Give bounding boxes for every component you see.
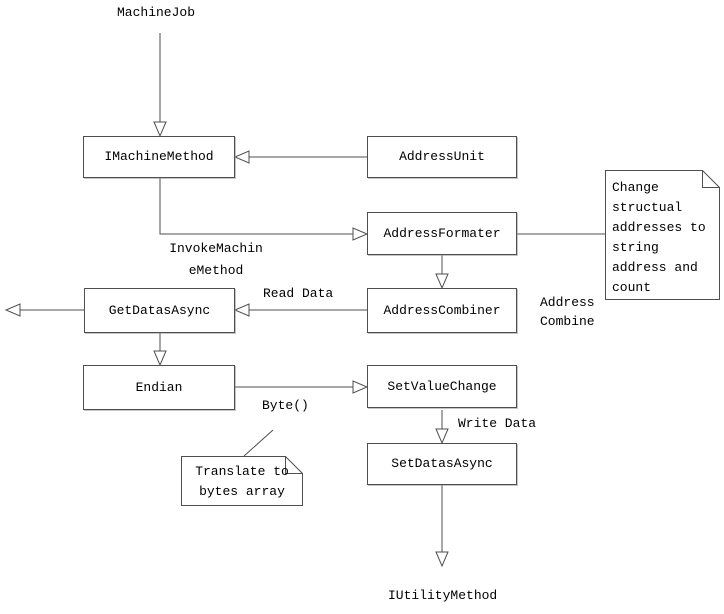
edge-getdatasasync-out-left xyxy=(4,303,84,317)
edge-getdatasasync-to-endian xyxy=(153,333,167,367)
open-arrowhead-down-icon xyxy=(153,121,167,138)
edge-addressunit-to-imachinemethod xyxy=(233,150,367,164)
edge-label-address-combine: Address Combine xyxy=(540,295,595,329)
edge-addressformater-to-addresscombiner xyxy=(435,255,449,290)
note-translate-bytes: Translate to bytes array xyxy=(181,456,303,506)
folded-corner-icon xyxy=(702,170,720,188)
terminal-iutilitymethod: IUtilityMethod xyxy=(388,588,498,603)
node-getdatasasync: GetDatasAsync xyxy=(84,288,235,333)
open-arrowhead-right-icon xyxy=(352,380,369,394)
edge-label-write-data: Write Data xyxy=(458,416,537,431)
edge-setvaluechange-to-setdatasasync xyxy=(435,410,449,445)
open-arrowhead-left-icon xyxy=(233,303,250,317)
open-arrowhead-down-icon xyxy=(435,551,449,568)
note-connector-translate-bytes xyxy=(243,429,274,457)
edge-label-byte: Byte() xyxy=(262,398,309,413)
edge-setdatasasync-to-iutilitymethod xyxy=(435,485,449,568)
open-arrowhead-left-icon xyxy=(233,150,250,164)
note-text: Change structual addresses to string add… xyxy=(612,180,706,295)
open-arrowhead-down-icon xyxy=(153,350,167,367)
node-endian: Endian xyxy=(83,365,235,410)
note-text: Translate to bytes array xyxy=(195,464,289,499)
edge-label-read-data: Read Data xyxy=(263,286,334,301)
open-arrowhead-right-icon xyxy=(352,227,369,241)
open-arrowhead-left-icon xyxy=(4,303,21,317)
note-change-structual: Change structual addresses to string add… xyxy=(605,170,720,300)
node-addressformater: AddressFormater xyxy=(367,212,517,255)
open-arrowhead-down-icon xyxy=(435,273,449,290)
edge-label-invoke-machine-method: InvokeMachin eMethod xyxy=(169,241,263,278)
edge-addresscombiner-to-getdatasasync xyxy=(233,303,367,317)
node-setvaluechange: SetValueChange xyxy=(367,365,517,408)
node-addresscombiner: AddressCombiner xyxy=(367,288,517,333)
edge-machinejob-to-imachinemethod xyxy=(153,33,167,138)
edge-endian-to-setvaluechange xyxy=(235,380,369,394)
note-outline xyxy=(181,456,303,506)
node-imachinemethod: IMachineMethod xyxy=(83,136,235,178)
node-setdatasasync: SetDatasAsync xyxy=(367,443,517,485)
open-arrowhead-down-icon xyxy=(435,428,449,445)
node-addressunit: AddressUnit xyxy=(367,136,517,178)
note-shape xyxy=(181,456,303,506)
note-outline xyxy=(605,170,720,300)
note-shape xyxy=(605,170,720,300)
edge-imachinemethod-to-addressformater xyxy=(159,178,369,241)
terminal-machinejob: MachineJob xyxy=(117,5,196,20)
folded-corner-icon xyxy=(285,456,303,474)
